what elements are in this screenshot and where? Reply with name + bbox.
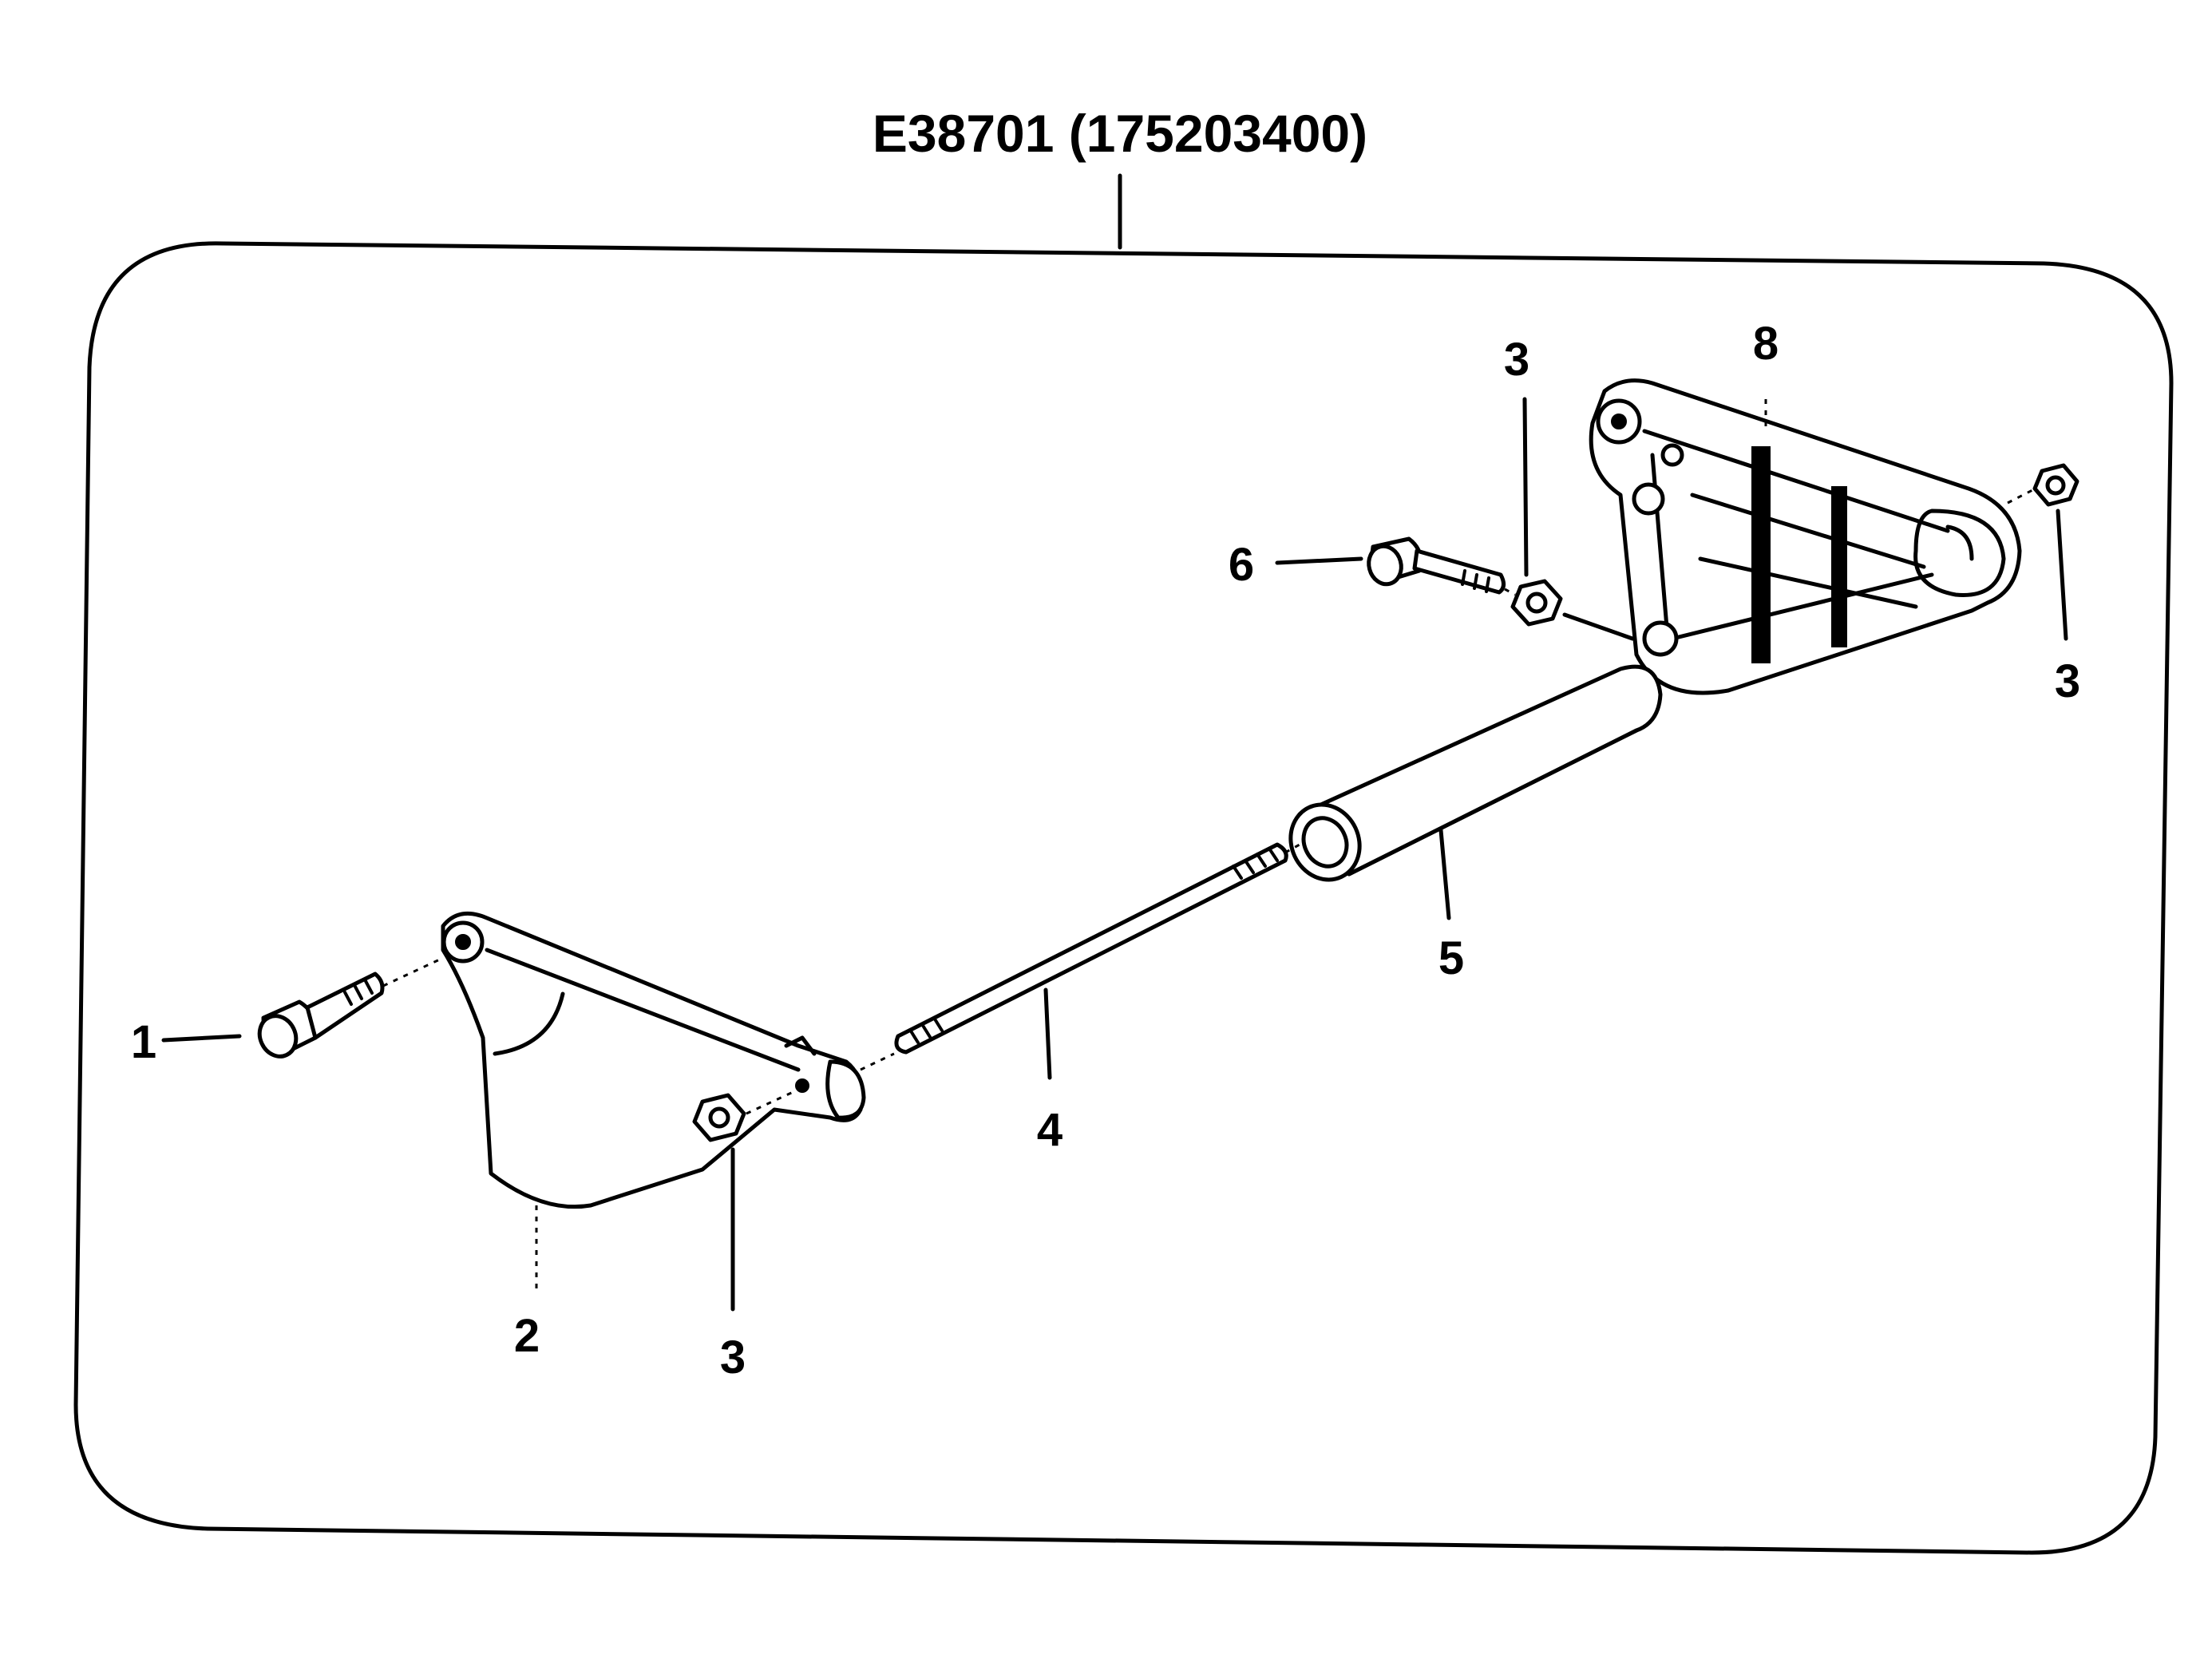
axis-line-rod-to-tube (1284, 843, 1300, 854)
part-2-lower-bracket (441, 911, 866, 1209)
axis-line-rod-to-bracket (860, 1052, 895, 1071)
leader-part-3-right (2056, 509, 2068, 641)
leader-part-5 (1438, 828, 1451, 920)
axis-line-bolt-to-nut (1504, 588, 1516, 596)
callout-part-2: 2 (514, 1310, 540, 1362)
part-6-bolt (1367, 536, 1506, 595)
part-3-nut-left (692, 1093, 746, 1142)
part-3-nut-right (2032, 463, 2079, 507)
part-1-shoulder-bolt (257, 972, 385, 1059)
callout-part-3-right: 3 (2055, 655, 2080, 707)
leader-part-1 (161, 1034, 242, 1043)
leader-part-4 (1043, 987, 1052, 1080)
leader-part-6 (1275, 556, 1363, 565)
callout-part-3-left: 3 (720, 1332, 746, 1383)
part-3-nut-top (1510, 579, 1563, 627)
diagram-title: E38701 (175203400) (873, 104, 1367, 163)
callout-part-4: 4 (1037, 1104, 1062, 1156)
part-8-mounting-bracket (1589, 378, 2022, 695)
callout-part-3-top: 3 (1504, 334, 1529, 386)
callout-part-5: 5 (1438, 932, 1464, 984)
callout-part-1: 1 (131, 1016, 156, 1068)
callout-part-8: 8 (1753, 318, 1779, 370)
part-5-spacer-tube (1288, 664, 1663, 882)
axis-line-nut-to-frame (1562, 612, 1635, 641)
axis-line-bolt-to-bracket (382, 956, 444, 987)
assembly-frame (73, 241, 2174, 1555)
leader-part-3-top (1522, 397, 1529, 577)
axis-line-nut-to-bracket (746, 1088, 799, 1115)
callout-part-6: 6 (1229, 539, 1254, 591)
axis-line-frame-to-nut (2007, 487, 2036, 505)
part-4-threaded-rod (894, 842, 1288, 1055)
